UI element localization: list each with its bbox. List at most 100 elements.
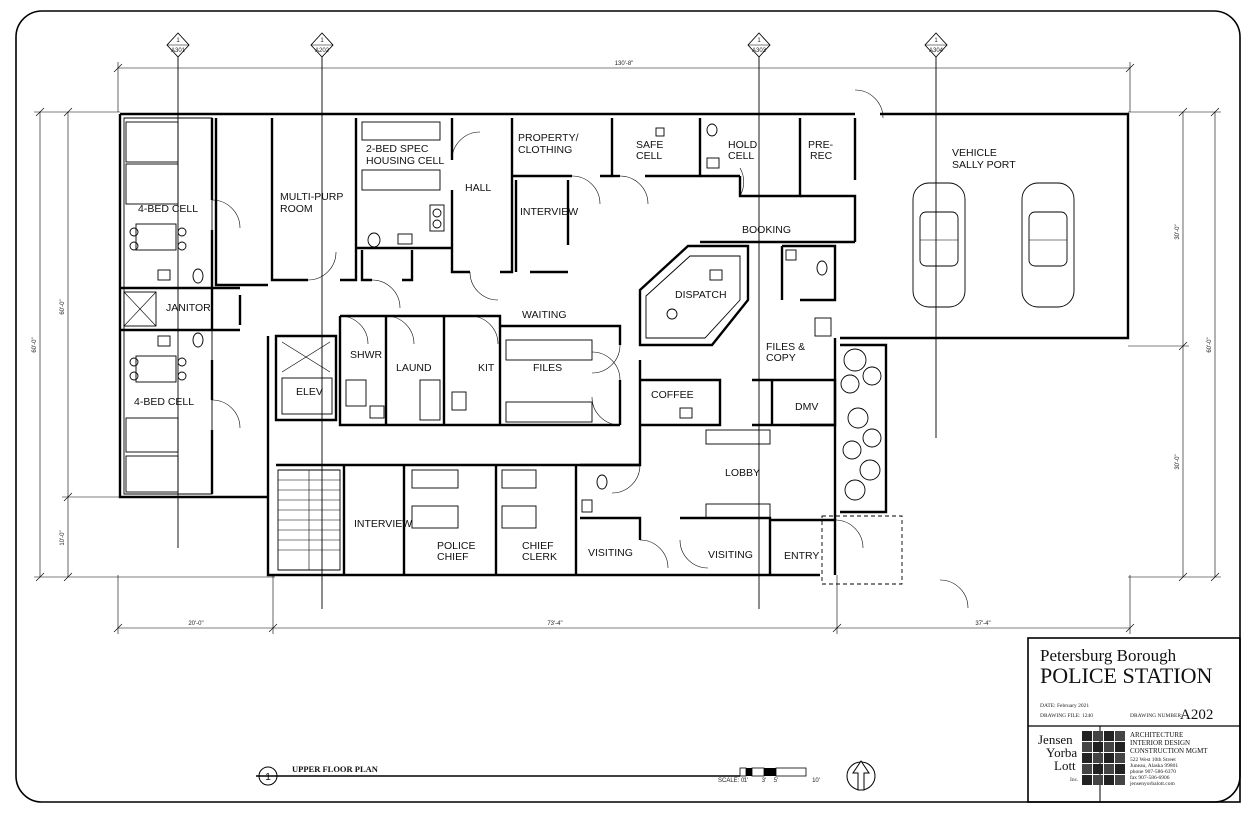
room-label-elev: ELEV: [296, 386, 323, 398]
room-label-bed-cell-lower: 4-BED CELL: [134, 396, 194, 408]
drawing-file-label: DRAWING FILE: 1240: [1040, 713, 1093, 719]
service-interior-design: INTERIOR DESIGN: [1130, 739, 1190, 747]
room-label-visiting-1: VISITING: [588, 547, 633, 559]
svg-text:30'-0": 30'-0": [1175, 454, 1181, 469]
room-label-interview-bottom: INTERVIEW: [354, 518, 412, 530]
firm-logo-icon: [1082, 731, 1125, 785]
drawing-title: 1 UPPER FLOOR PLAN: [256, 764, 740, 786]
firm-name-line1: Jensen: [1038, 732, 1073, 747]
firm-name-line2: Yorba: [1046, 745, 1077, 760]
room-label-copy: COPY: [766, 352, 796, 364]
svg-text:SCALE: 0': SCALE: 0': [718, 778, 746, 784]
project-name: POLICE STATION: [1040, 663, 1213, 688]
room-label-spec-housing-cell: HOUSING CELL: [366, 155, 444, 167]
client-name: Petersburg Borough: [1040, 646, 1177, 665]
svg-text:1: 1: [757, 38, 761, 44]
room-label-kit: KIT: [478, 362, 495, 374]
scale-bar: SCALE: 0' 1' 3' 5' 10': [718, 767, 820, 784]
title-block: Petersburg Borough POLICE STATION DATE: …: [1027, 637, 1241, 803]
address-line: 522 West 10th Street: [1130, 757, 1176, 763]
room-label-dmv: DMV: [795, 401, 818, 413]
room-label-clothing: CLOTHING: [518, 144, 572, 156]
room-label-visiting-2: VISITING: [708, 549, 753, 561]
room-label-coffee: COFFEE: [651, 389, 694, 401]
room-label-hold: HOLD: [728, 139, 758, 151]
address-line: Juneau, Alaska 99801: [1130, 763, 1178, 769]
room-label-police: POLICE: [437, 540, 476, 552]
address-line: jensenyorbalott.com: [1129, 781, 1175, 787]
room-label-sally-port: SALLY PORT: [952, 159, 1016, 171]
room-label-pre: PRE-: [808, 139, 834, 151]
svg-text:A301: A301: [171, 48, 186, 54]
room-label-spec-housing: 2-BED SPEC: [366, 143, 429, 155]
svg-text:A303: A303: [752, 48, 767, 54]
drawing-number: 1: [265, 771, 271, 783]
svg-text:A304: A304: [929, 48, 944, 54]
room-label-police-chief: CHIEF: [437, 551, 469, 563]
grid-reference-a202: 1 A202: [310, 32, 334, 609]
dimension-top: 130'-8": [113, 61, 1135, 112]
room-label-booking: BOOKING: [742, 224, 791, 236]
room-label-chief: CHIEF: [522, 540, 554, 552]
svg-text:10'-0": 10'-0": [60, 530, 66, 545]
svg-text:3': 3': [762, 778, 766, 784]
address-line: fax 907-586-6906: [1130, 774, 1170, 781]
svg-text:1: 1: [934, 38, 938, 44]
room-label-vehicle: VEHICLE: [952, 147, 997, 159]
svg-text:130'-8": 130'-8": [615, 61, 634, 67]
car-icon: [912, 182, 966, 308]
svg-text:10': 10': [812, 778, 820, 784]
firm-suffix: Inc.: [1070, 777, 1079, 783]
room-label-shwr: SHWR: [350, 349, 382, 361]
address-line: phone 907-586-6370: [1130, 769, 1176, 775]
room-label-safe: SAFE: [636, 139, 663, 151]
room-label-bed-cell-upper: 4-BED CELL: [138, 203, 198, 215]
room-label-multi-purp-room: ROOM: [280, 203, 313, 215]
room-label-chief-clerk: CLERK: [522, 551, 557, 563]
svg-text:1: 1: [320, 38, 324, 44]
svg-text:37'-4": 37'-4": [975, 621, 990, 627]
room-label-safe-cell: CELL: [636, 150, 662, 162]
dimension-left: 60'-0" 60'-0" 10'-0": [32, 107, 275, 582]
room-label-multi-purp: MULTI-PURP: [280, 191, 343, 203]
room-label-laund: LAUND: [396, 362, 432, 374]
room-label-rec: REC: [810, 150, 833, 162]
drawing-name: UPPER FLOOR PLAN: [292, 764, 379, 774]
room-label-hold-cell: CELL: [728, 150, 754, 162]
service-architecture: ARCHITECTURE: [1130, 731, 1183, 739]
planter-trees: [840, 343, 888, 514]
room-label-janitor: JANITOR: [166, 302, 211, 314]
grid-reference-a303: 1 A303: [747, 32, 771, 609]
room-label-property: PROPERTY/: [518, 132, 579, 144]
room-label-waiting: WAITING: [522, 309, 567, 321]
svg-text:1': 1': [744, 778, 748, 784]
room-label-files-copy: FILES &: [766, 341, 805, 353]
drawing-number-label: DRAWING NUMBER:: [1130, 713, 1183, 719]
north-arrow-icon: [846, 760, 876, 791]
svg-text:73'-4": 73'-4": [547, 621, 562, 627]
dimension-bottom: 20'-0" 73'-4" 37'-4": [113, 575, 1135, 634]
room-labels: 4-BED CELL JANITOR 4-BED CELL MULTI-PURP…: [134, 132, 1016, 563]
car-icon: [1021, 182, 1075, 308]
svg-text:60'-0": 60'-0": [1207, 337, 1213, 352]
service-construction: CONSTRUCTION MGMT: [1130, 747, 1208, 755]
dimension-right: 30'-0" 30'-0" 60'-0": [1128, 107, 1221, 582]
date-label: DATE: February 2021: [1040, 703, 1089, 709]
svg-text:30'-0": 30'-0": [1175, 224, 1181, 239]
sheet-number: A202: [1180, 707, 1213, 723]
room-label-files: FILES: [533, 362, 562, 374]
room-label-dispatch: DISPATCH: [675, 289, 727, 301]
floor-plan-walls: [118, 89, 1130, 609]
svg-text:1: 1: [176, 38, 180, 44]
svg-text:60'-0": 60'-0": [60, 299, 66, 314]
room-label-lobby: LOBBY: [725, 467, 760, 479]
svg-text:20'-0": 20'-0": [188, 621, 203, 627]
svg-text:60'-0": 60'-0": [32, 337, 38, 352]
svg-text:5': 5': [774, 778, 778, 784]
room-label-entry: ENTRY: [784, 550, 819, 562]
firm-name-line3: Lott: [1054, 758, 1076, 773]
sheet-border: [15, 10, 1241, 803]
room-label-hall: HALL: [465, 182, 491, 194]
room-label-interview-top: INTERVIEW: [520, 206, 578, 218]
